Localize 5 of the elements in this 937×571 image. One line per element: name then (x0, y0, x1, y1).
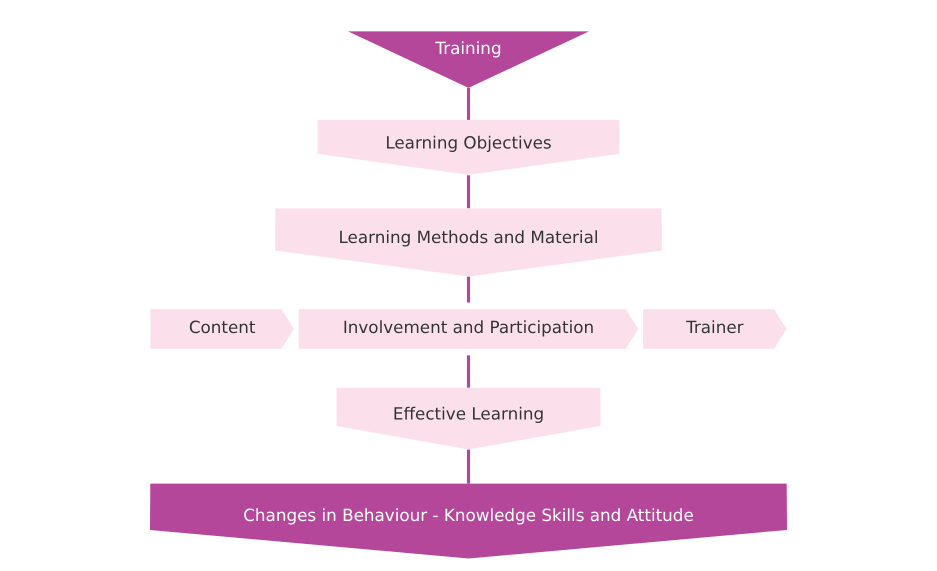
connector (466, 276, 470, 302)
connector (466, 88, 470, 120)
connector (466, 175, 470, 208)
connector (466, 355, 470, 388)
connector (466, 450, 470, 484)
